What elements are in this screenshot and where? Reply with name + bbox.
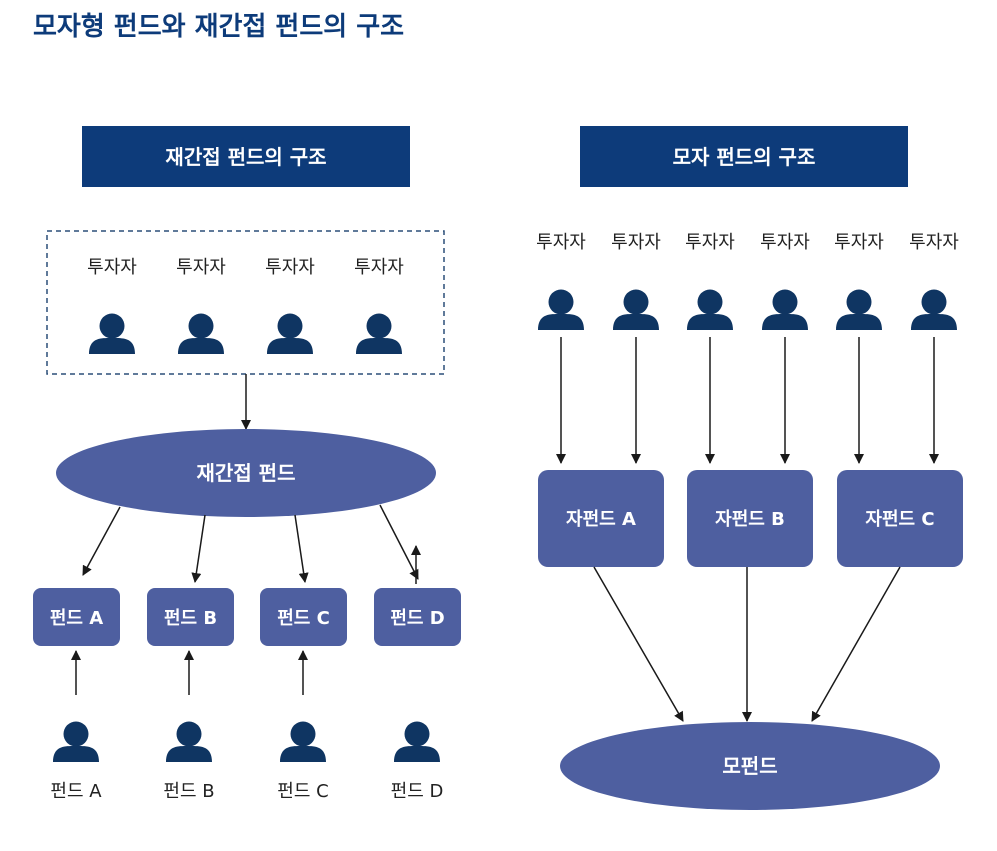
child-fund-label: 자펀드 C	[865, 509, 934, 530]
person-icon	[166, 721, 212, 762]
arrow-child-a-to-mother	[593, 566, 684, 722]
arrow-fof-to-fund-b	[191, 514, 206, 583]
investor-label: 투자자	[685, 232, 735, 253]
person-icon	[394, 721, 440, 762]
person-icon	[613, 289, 659, 330]
fund-box-label: 펀드 B	[164, 608, 217, 629]
investor-label: 투자자	[834, 232, 884, 253]
investor-label: 투자자	[87, 257, 137, 278]
person-icon	[687, 289, 733, 330]
fund-box-c	[260, 588, 347, 646]
investor-label: 투자자	[611, 232, 661, 253]
investor-label: 투자자	[536, 232, 586, 253]
investor-label: 투자자	[760, 232, 810, 253]
left-header-text: 재간접 펀드의 구조	[165, 145, 326, 169]
arrow-fof-to-fund-a	[82, 506, 121, 576]
fund-box-label: 펀드 A	[50, 608, 103, 629]
left-investors: 투자자 투자자 투자자 투자자	[87, 257, 404, 354]
mother-fund-ellipse	[560, 722, 940, 810]
fund-box-label: 펀드 C	[277, 608, 330, 629]
left-funds: 펀드 A 펀드 B 펀드 C 펀드 D	[33, 588, 461, 646]
right-header-box	[580, 126, 908, 187]
person-icon	[178, 313, 224, 354]
child-fund-box-a	[538, 470, 664, 567]
person-icon	[836, 289, 882, 330]
bottom-label: 펀드 D	[391, 781, 444, 802]
child-funds: 자펀드 A 자펀드 B 자펀드 C	[538, 470, 963, 567]
person-icon	[762, 289, 808, 330]
arrow-fof-to-fund-d	[379, 504, 419, 580]
fund-box-label: 펀드 D	[390, 608, 444, 629]
investor-label: 투자자	[354, 257, 404, 278]
page-title: 모자형 펀드와 재간접 펀드의 구조	[33, 12, 404, 42]
mother-fund-label: 모펀드	[722, 754, 777, 778]
fund-box-d	[374, 588, 461, 646]
bottom-label: 펀드 A	[50, 781, 102, 802]
person-icon	[267, 313, 313, 354]
investor-label: 투자자	[265, 257, 315, 278]
child-fund-box-b	[687, 470, 813, 567]
arrow-fof-to-fund-c	[294, 514, 309, 583]
investor-label: 투자자	[176, 257, 226, 278]
bottom-label: 펀드 B	[163, 781, 214, 802]
arrow-child-c-to-mother	[811, 566, 901, 722]
person-icon	[89, 313, 135, 354]
fund-of-funds-ellipse	[56, 429, 436, 517]
fund-of-funds-label: 재간접 펀드	[197, 461, 296, 485]
person-icon	[280, 721, 326, 762]
bottom-label: 펀드 C	[277, 781, 328, 802]
person-icon	[538, 289, 584, 330]
fund-box-a	[33, 588, 120, 646]
left-bottom-persons: 펀드 A 펀드 B 펀드 C 펀드 D	[50, 721, 444, 802]
right-investors: 투자자 투자자 투자자 투자자 투자자 투자자	[536, 232, 959, 330]
child-fund-label: 자펀드 B	[715, 509, 785, 530]
person-icon	[911, 289, 957, 330]
child-fund-box-c	[837, 470, 963, 567]
right-header-text: 모자 펀드의 구조	[673, 145, 816, 169]
left-header-box	[82, 126, 410, 187]
child-fund-label: 자펀드 A	[566, 509, 636, 530]
person-icon	[53, 721, 99, 762]
fund-box-b	[147, 588, 234, 646]
investor-label: 투자자	[909, 232, 959, 253]
person-icon	[356, 313, 402, 354]
